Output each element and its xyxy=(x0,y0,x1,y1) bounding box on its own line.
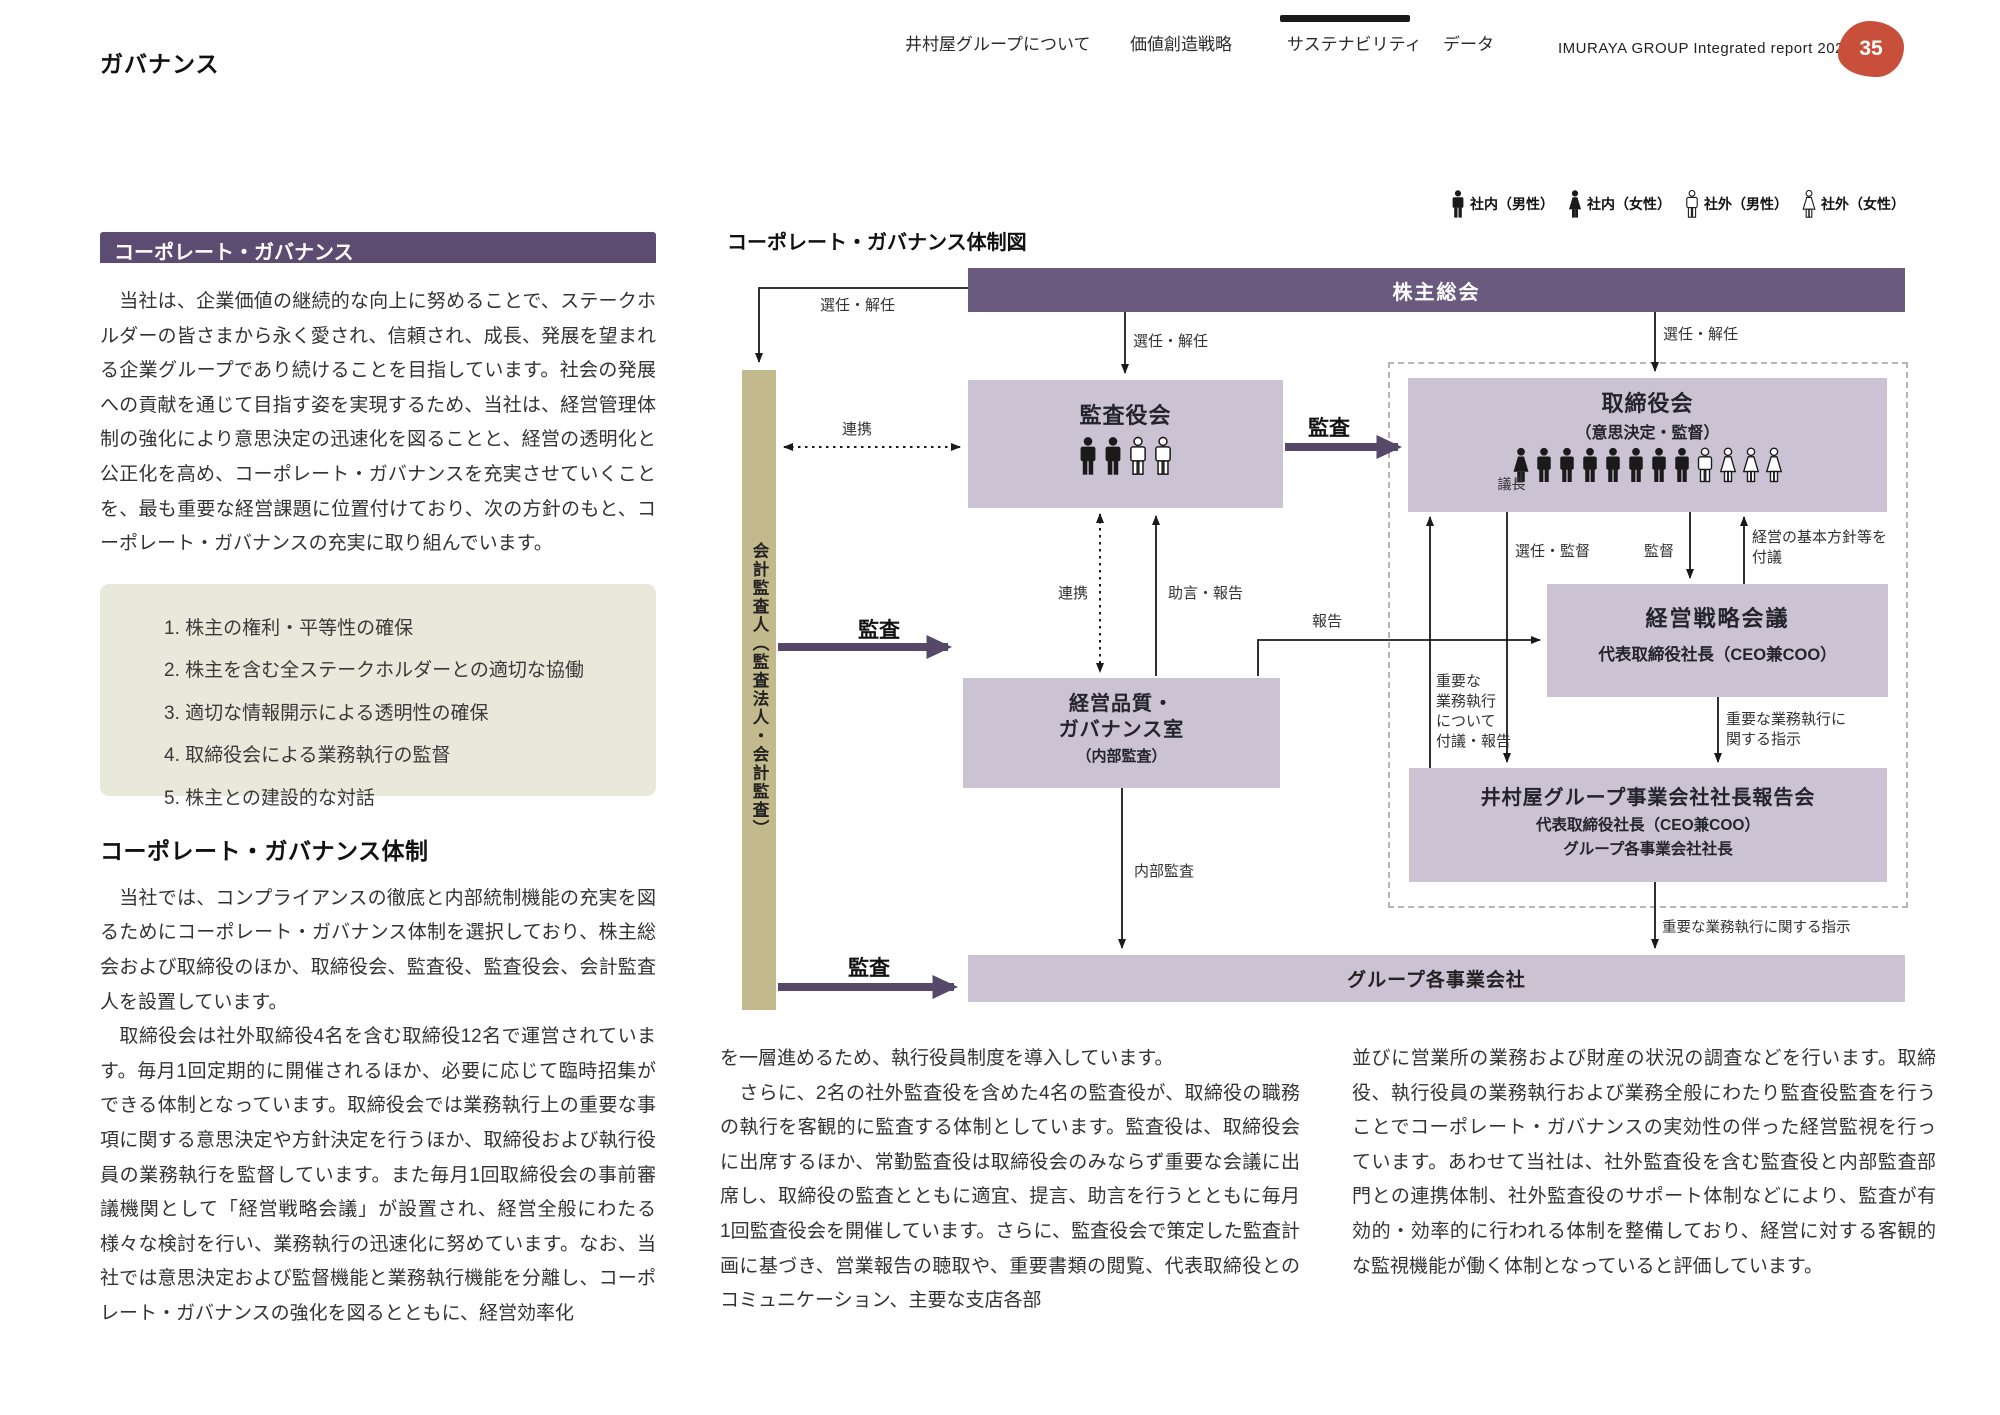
node-group-companies: グループ各事業会社 xyxy=(968,955,1905,1002)
audit-board-title: 監査役会 xyxy=(1079,403,1172,428)
internal-male-icon xyxy=(1105,437,1121,475)
board-member-icons xyxy=(1408,447,1887,483)
label-appoint-dismiss: 選任・解任 xyxy=(820,297,896,314)
external-male-icon xyxy=(1155,436,1171,475)
body-paragraph: さらに、2名の社外監査役を含めた4名の監査役が、取締役の職務の執行を客観的に監査… xyxy=(720,1082,1300,1312)
external-female-icon xyxy=(1766,447,1782,483)
arrow-appoint-dismiss-auditor xyxy=(755,287,968,363)
label-important-exec-instruct: 重要な業務執行に 関する指示 xyxy=(1726,711,1847,748)
internal-male-icon xyxy=(1080,437,1096,475)
body-paragraph: 並びに営業所の業務および財産の状況の調査などを行います。取締役、執行役員の業務執… xyxy=(1352,1048,1936,1277)
board-title: 取締役会 xyxy=(1601,391,1694,416)
body-paragraph: 当社は、企業価値の継続的な向上に努めることで、ステークホルダーの皆さまから永く愛… xyxy=(100,291,656,555)
principle-item: 4. 取締役会による業務執行の監督 xyxy=(164,745,451,767)
label-appoint-dismiss: 選任・解任 xyxy=(1133,333,1209,350)
principles-box: 1. 株主の権利・平等性の確保 2. 株主を含む全ステークホルダーとの適切な協働… xyxy=(100,583,656,809)
board-dashed-group-border xyxy=(1388,362,1908,908)
label-appoint-supervise: 選任・監督 xyxy=(1515,543,1591,560)
bottom-middle-column: を一層進めるため、執行役員制度を導入しています。 さらに、2名の社外監査役を含め… xyxy=(720,1042,1300,1319)
presidents-meeting-line2: グループ各事業会社社長 xyxy=(1563,841,1733,858)
label-cooperation: 連携 xyxy=(1058,585,1089,602)
section-header-corporate-governance: コーポレート・ガバナンス xyxy=(100,232,656,264)
legend-item: 社内（女性） xyxy=(1567,190,1671,218)
principle-item: 3. 適切な情報開示による透明性の確保 xyxy=(164,702,489,724)
node-quality-governance-office: 経営品質・ ガバナンス室 （内部監査） xyxy=(963,678,1280,788)
label-supervise: 監督 xyxy=(1644,543,1675,560)
node-presidents-report-meeting: 井村屋グループ事業会社社長報告会 代表取締役社長（CEO兼COO） グループ各事… xyxy=(1409,768,1887,882)
node-shareholders-meeting: 株主総会 xyxy=(968,268,1905,312)
page-title: ガバナンス xyxy=(100,51,220,77)
left-column: コーポレート・ガバナンス 当社は、企業価値の継続的な向上に努めることで、ステーク… xyxy=(100,232,656,1331)
legend-item: 社内（男性） xyxy=(1450,190,1554,218)
body-paragraph: を一層進めるため、執行役員制度を導入しています。 xyxy=(720,1048,1174,1069)
internal-male-icon xyxy=(1606,447,1620,482)
legend-label: 社外（男性） xyxy=(1704,196,1788,212)
label-audit: 監査 xyxy=(848,957,890,980)
internal-male-icon xyxy=(1583,447,1597,482)
internal-male-icon xyxy=(1537,447,1551,482)
external-male-icon xyxy=(1130,436,1146,475)
label-basic-policy: 経営の基本方針等を 付議 xyxy=(1752,529,1888,566)
governance-diagram: コーポレート・ガバナンス体制図 社内（男性） 社内（女性） 社外（男性） 社外（… xyxy=(720,190,1935,1035)
diagram-connectors xyxy=(755,287,1748,999)
body-paragraph: 取締役会は社外取締役4名を含む取締役12名で運営されています。毎月1回定期的に開… xyxy=(100,1026,656,1324)
report-title: IMURAYA GROUP Integrated report 2025 xyxy=(1558,40,1853,57)
legend-label: 社外（女性） xyxy=(1821,196,1905,212)
label-advice-report: 助言・報告 xyxy=(1168,585,1244,602)
internal-male-icon xyxy=(1560,447,1574,482)
audit-board-member-icons xyxy=(968,436,1283,476)
principle-item: 5. 株主との建設的な対話 xyxy=(164,787,375,809)
legend-item: 社外（男性） xyxy=(1684,190,1788,218)
external-male-icon xyxy=(1697,447,1713,483)
presidents-meeting-title: 井村屋グループ事業会社社長報告会 xyxy=(1480,787,1816,809)
external-female-icon xyxy=(1743,447,1759,483)
label-important-exec-instruct: 重要な業務執行に関する指示 xyxy=(1662,920,1851,936)
node-board-of-directors: 取締役会 （意思決定・監督） 議長 xyxy=(1408,378,1887,512)
accounting-auditor-label: 会計監査人（監査法人・会計監査） xyxy=(750,542,768,838)
diagram-title: コーポレート・ガバナンス体制図 xyxy=(727,232,1027,254)
external-female-icon xyxy=(1720,447,1736,483)
legend-item: 社外（女性） xyxy=(1801,190,1905,218)
label-important-exec-consult: 重要な 業務執行 について 付議・報告 xyxy=(1436,673,1512,750)
diagram-legend: 社内（男性） 社内（女性） 社外（男性） 社外（女性） xyxy=(1452,190,1905,218)
presidents-meeting-line1: 代表取締役社長（CEO兼COO） xyxy=(1536,817,1760,834)
section-heading-governance-structure: コーポレート・ガバナンス体制 xyxy=(100,837,429,864)
legend-label: 社内（男性） xyxy=(1470,196,1554,212)
label-audit: 監査 xyxy=(1308,417,1350,440)
strategy-title: 経営戦略会議 xyxy=(1645,606,1790,631)
board-subtitle: （意思決定・監督） xyxy=(1575,425,1720,442)
nav-item-about-group[interactable]: 井村屋グループについて xyxy=(905,35,1091,54)
principle-item: 2. 株主を含む全ステークホルダーとの適切な協働 xyxy=(164,660,584,682)
label-internal-audit: 内部監査 xyxy=(1134,863,1195,880)
quality-office-subtitle: （内部監査） xyxy=(1076,748,1167,765)
strategy-subtitle: 代表取締役社長（CEO兼COO） xyxy=(1598,646,1837,664)
node-strategy-meeting: 経営戦略会議 代表取締役社長（CEO兼COO） xyxy=(1547,584,1888,697)
nav-item-data[interactable]: データ xyxy=(1443,35,1494,54)
body-paragraph: 当社では、コンプライアンスの徹底と内部統制機能の充実を図るためにコーポレート・ガ… xyxy=(100,887,656,1013)
nav-item-sustainability[interactable]: サステナビリティ xyxy=(1287,35,1422,54)
node-accounting-auditor: 会計監査人（監査法人・会計監査） xyxy=(742,370,776,1010)
arrow-report xyxy=(1257,636,1541,676)
internal-male-icon xyxy=(1675,447,1689,482)
label-report: 報告 xyxy=(1312,613,1343,630)
internal-male-icon xyxy=(1629,447,1643,482)
nav-item-value-creation[interactable]: 価値創造戦略 xyxy=(1130,35,1232,54)
quality-office-title: 経営品質・ ガバナンス室 xyxy=(1058,693,1185,741)
legend-label: 社内（女性） xyxy=(1587,196,1671,212)
label-appoint-dismiss: 選任・解任 xyxy=(1663,326,1739,343)
principle-item: 1. 株主の権利・平等性の確保 xyxy=(164,617,414,639)
chair-label: 議長 xyxy=(1497,476,1526,492)
bottom-right-column: 並びに営業所の業務および財産の状況の調査などを行います。取締役、執行役員の業務執… xyxy=(1352,1042,1936,1284)
node-audit-board: 監査役会 xyxy=(968,380,1283,508)
label-audit: 監査 xyxy=(858,619,900,642)
internal-male-icon xyxy=(1652,447,1666,482)
label-cooperation: 連携 xyxy=(842,421,873,438)
active-tab-indicator xyxy=(1280,15,1410,22)
page-number-badge: 35 xyxy=(1838,21,1904,77)
